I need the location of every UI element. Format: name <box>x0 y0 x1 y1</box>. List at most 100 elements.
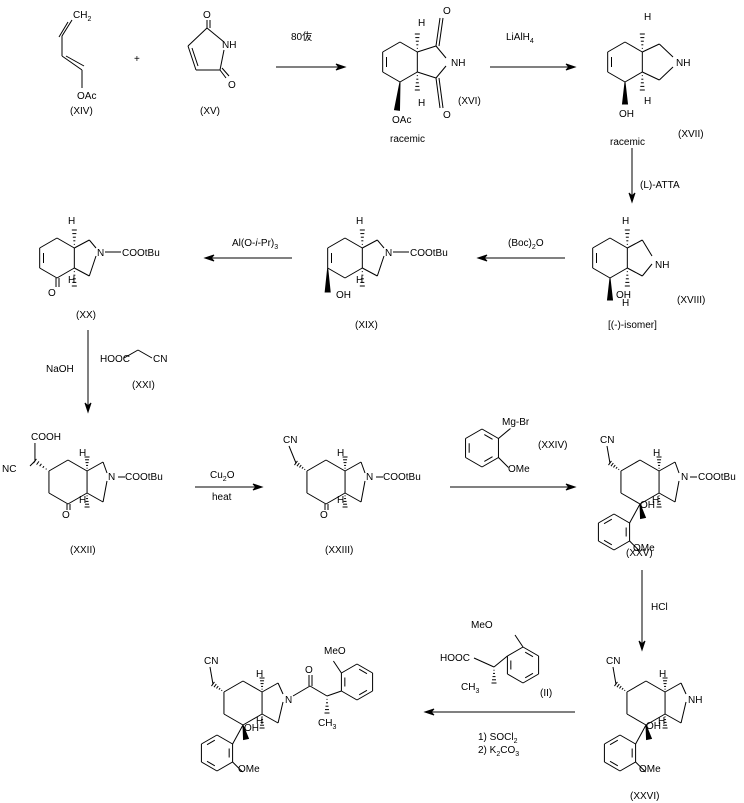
double-bond <box>603 518 613 525</box>
ring-bond <box>327 267 346 279</box>
ring-bond <box>56 237 75 249</box>
hash-bond <box>296 462 300 467</box>
ring-bond <box>382 71 401 83</box>
bond <box>61 19 73 37</box>
bond <box>137 349 153 359</box>
compound-xix: H H N COOtBu OH (XIX) <box>336 216 448 331</box>
arrow-head-icon <box>203 254 215 262</box>
ring-bond <box>620 459 641 472</box>
ring-bond <box>325 492 346 505</box>
ring-bond <box>598 540 615 551</box>
bond <box>642 43 660 53</box>
bond <box>232 724 244 745</box>
ring-bond <box>67 492 88 505</box>
meo-label: MeO <box>324 646 346 657</box>
oxygen-label: O <box>62 510 70 521</box>
ring-bond <box>592 267 611 279</box>
bond <box>326 690 342 697</box>
ring-bond <box>620 492 641 505</box>
bond <box>219 49 225 71</box>
compound-label: (XXIV) <box>538 440 567 451</box>
bond <box>344 461 362 472</box>
hash-bond <box>619 685 622 689</box>
bond <box>219 69 227 79</box>
hash-bond <box>618 468 620 471</box>
oac-label: OAc <box>392 115 411 126</box>
bond <box>473 657 495 668</box>
reagent-step3: (L)-ATTA <box>640 180 680 191</box>
ring-bond <box>201 734 218 745</box>
bond <box>187 45 197 71</box>
double-bond <box>58 21 69 38</box>
bond <box>658 492 676 503</box>
hash-bond <box>213 683 217 688</box>
double-bond <box>206 739 216 746</box>
double-bond <box>524 672 534 679</box>
ring-bond <box>626 713 647 726</box>
arrow-head-icon <box>476 254 488 262</box>
h-label: H <box>256 669 263 680</box>
ch2-label: CH2 <box>73 10 91 23</box>
hash-bond <box>616 683 620 688</box>
oxygen-label: O <box>305 665 313 676</box>
bond <box>629 540 640 552</box>
isomer-note: [(-)-isomer] <box>608 320 657 331</box>
wedge-bond <box>242 724 250 741</box>
racemic-note-xvi: racemic <box>390 134 425 145</box>
bonds <box>29 17 697 773</box>
bond <box>360 480 366 503</box>
bond <box>360 461 366 474</box>
bond <box>187 27 208 47</box>
ring-bond <box>613 513 630 524</box>
oh-label: OH <box>244 723 259 734</box>
hash-bond <box>304 468 306 471</box>
n-label: N <box>97 248 104 259</box>
reagent-step7b: heat <box>212 492 232 503</box>
oxygen-label: O <box>48 288 56 299</box>
ring-bond <box>604 761 621 772</box>
bond <box>641 239 653 257</box>
ring-bond <box>48 492 69 505</box>
reagent-step10b: 2) K2CO3 <box>478 745 519 758</box>
ring-bond <box>522 646 539 657</box>
ring-bond <box>382 41 401 53</box>
h-label: H <box>653 448 660 459</box>
compound-label: (XVIII) <box>677 295 705 306</box>
bond <box>123 349 139 359</box>
ring-bond <box>626 680 647 693</box>
arrow-head-icon <box>638 640 646 652</box>
hash-bond <box>221 689 223 692</box>
bond <box>658 66 674 81</box>
bond <box>232 761 243 773</box>
hash-bond <box>45 468 47 470</box>
double-bond <box>609 739 619 746</box>
compound-xvi: H H O O NH OAc (XVI) racemic <box>392 6 481 126</box>
nh-label: NH <box>451 58 465 69</box>
ring-bond <box>242 713 263 726</box>
hash-bond <box>218 687 221 690</box>
ring-bond <box>613 540 630 551</box>
nc-label: NC <box>2 464 16 475</box>
oxygen-label: O <box>320 510 328 521</box>
h-label: H <box>79 495 86 506</box>
ring-bond <box>356 663 373 674</box>
compound-xx: H H N COOtBu O (XX) <box>48 216 160 321</box>
boc-label: COOtBu <box>122 248 160 259</box>
wedge-bond <box>645 724 653 741</box>
h-label: H <box>79 448 86 459</box>
compound-label: (XXII) <box>70 545 96 556</box>
reagent-step6: NaOH <box>46 364 74 375</box>
compound-label: (II) <box>540 688 552 699</box>
cooh-label: COOH <box>31 432 61 443</box>
n-label: N <box>285 695 292 706</box>
h-label: H <box>337 448 344 459</box>
compound-label: (XXIII) <box>325 545 353 556</box>
double-bond <box>358 668 368 675</box>
compound-xv: O NH O (XV) <box>200 10 236 117</box>
ring-bond <box>399 41 418 53</box>
hash-bond <box>624 689 626 692</box>
ring-bond <box>639 492 660 505</box>
h-label: H <box>337 495 344 506</box>
ring-bond <box>645 713 666 726</box>
compound-xxv: CN H H N COOtBu OH OMe (XXV) <box>600 435 736 559</box>
